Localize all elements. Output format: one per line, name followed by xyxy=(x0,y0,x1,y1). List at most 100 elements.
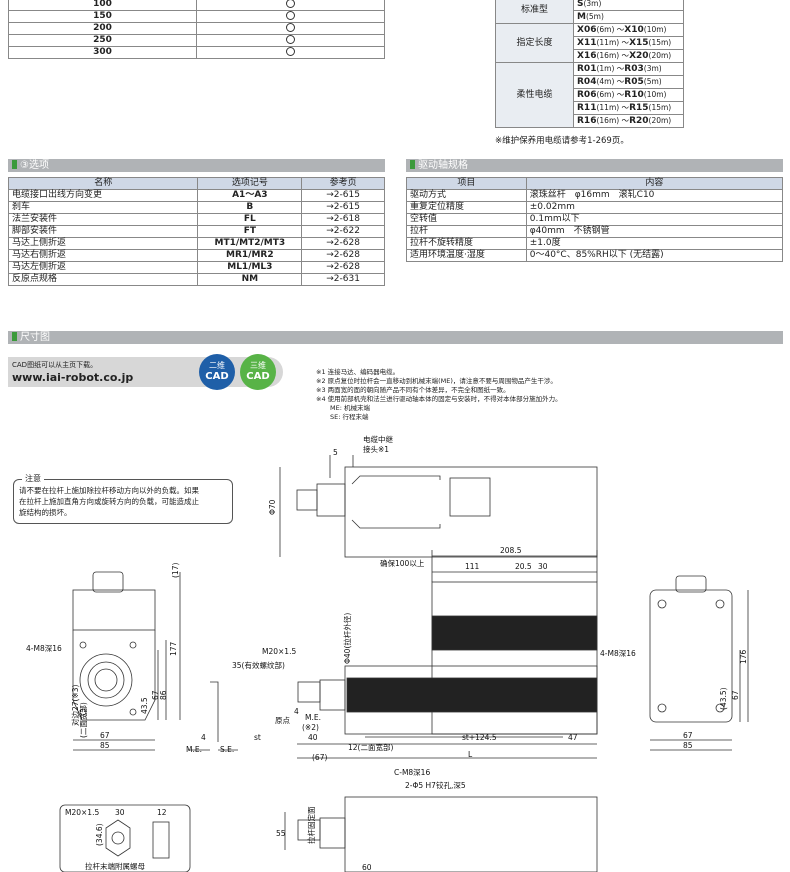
rod xyxy=(319,679,346,711)
svg-text:st+124.5: st+124.5 xyxy=(462,733,497,742)
svg-text:20.5: 20.5 xyxy=(515,562,532,571)
svg-text:12: 12 xyxy=(157,808,167,817)
svg-text:30: 30 xyxy=(115,808,125,817)
svg-text:(67): (67) xyxy=(312,753,327,762)
top-view-body xyxy=(344,466,598,558)
cable-group: 指定长度 xyxy=(495,23,574,63)
option-name: 反原点规格 xyxy=(7,273,199,286)
svg-text:60: 60 xyxy=(362,863,372,872)
svg-text:对边27(※3): 对边27(※3) xyxy=(70,684,80,726)
svg-text:67: 67 xyxy=(731,690,740,700)
svg-text:40: 40 xyxy=(308,733,318,742)
svg-text:Φ40(拉杆外径): Φ40(拉杆外径) xyxy=(342,613,352,664)
cable-code: X06(6m) ～X10(10m) xyxy=(573,23,684,37)
svg-text:85: 85 xyxy=(100,741,110,750)
option-page-link[interactable]: →2-631 xyxy=(301,273,385,286)
svg-text:111: 111 xyxy=(465,562,480,571)
svg-text:67: 67 xyxy=(683,731,693,740)
svg-text:C-M8深16: C-M8深16 xyxy=(394,768,430,777)
cable-row: R16(16m) ～R20(20m) xyxy=(496,114,684,128)
cable-code: R01(1m) ～R03(3m) xyxy=(573,62,684,76)
cad-download-text: CAD图纸可以从主页下载。 xyxy=(12,361,98,369)
stroke-available-mark xyxy=(196,46,385,59)
svg-text:M20×1.5: M20×1.5 xyxy=(65,808,99,817)
svg-text:4-M8深16: 4-M8深16 xyxy=(600,649,636,658)
svg-text:电缆中继: 电缆中继 xyxy=(363,434,393,444)
svg-text:86: 86 xyxy=(159,690,168,700)
svg-text:(※2): (※2) xyxy=(302,723,319,732)
svg-text:67: 67 xyxy=(100,731,110,740)
cable-group: 柔性电缆 xyxy=(495,62,574,128)
svg-text:st: st xyxy=(254,733,261,742)
drawing-notes: ※1 连接马达、编码器电缆。 ※2 原点复位时拉杆会一直移动到机械末端(ME)，… xyxy=(316,368,562,421)
svg-text:(34.6): (34.6) xyxy=(95,823,104,846)
svg-text:85: 85 xyxy=(683,741,693,750)
caution-box: 请不要在拉杆上施加除拉杆移动方向以外的负载。如果 在拉杆上施加直角方向或旋转方向… xyxy=(13,479,233,524)
svg-text:4-M8深16: 4-M8深16 xyxy=(26,644,62,653)
option-code: NM xyxy=(197,273,303,286)
svg-text:208.5: 208.5 xyxy=(500,546,522,555)
drive-row: 拉杆不旋转精度±1.0度 xyxy=(406,237,784,250)
stroke-row: 300 xyxy=(8,46,385,59)
cable-footnote: ※维护保养用电缆请参考1-269页。 xyxy=(495,136,629,146)
svg-text:M.E.: M.E. xyxy=(305,713,321,722)
svg-text:5: 5 xyxy=(333,448,338,457)
cable-code: R16(16m) ～R20(20m) xyxy=(573,114,684,128)
motor-end-front xyxy=(72,589,156,631)
svg-text:确保100以上: 确保100以上 xyxy=(380,558,425,568)
svg-text:拉杆末端附属螺母: 拉杆末端附属螺母 xyxy=(85,861,145,871)
options-header-cell: 参考页 xyxy=(301,177,385,190)
cable-row: R11(11m) ～R15(15m) xyxy=(496,101,684,115)
top-view-rod xyxy=(296,489,318,511)
dimensions-section-header: 尺寸图 xyxy=(8,331,783,344)
drive-spec-section-header: 驱动轴规格 xyxy=(406,159,783,172)
svg-text:S.E.: S.E. xyxy=(220,745,234,754)
cable-code: R11(11m) ～R15(15m) xyxy=(573,101,684,115)
caution-title: 注意 xyxy=(22,473,44,484)
svg-text:(43.5): (43.5) xyxy=(719,687,728,710)
website-url[interactable]: www.iai-robot.co.jp xyxy=(12,371,134,384)
svg-text:55: 55 xyxy=(276,829,286,838)
drive-row: 驱动方式滚珠丝杆 φ16mm 滚轧C10 xyxy=(406,189,784,202)
svg-text:4: 4 xyxy=(201,733,206,742)
svg-text:176: 176 xyxy=(739,649,748,664)
drive-item: 适用环境温度·湿度 xyxy=(406,249,527,262)
drive-header-cell: 内容 xyxy=(525,177,784,190)
svg-text:M20×1.5: M20×1.5 xyxy=(262,647,296,656)
rear-end-view xyxy=(649,589,733,723)
svg-text:67: 67 xyxy=(151,690,160,700)
rod-nut-box xyxy=(59,804,191,872)
svg-text:(17): (17) xyxy=(171,563,180,578)
svg-text:原点: 原点 xyxy=(275,716,290,725)
cable-row: R04(4m) ～R05(5m) xyxy=(496,75,684,89)
svg-text:L: L xyxy=(468,750,473,759)
svg-text:拉杆固定面: 拉杆固定面 xyxy=(306,806,316,844)
svg-text:43.5: 43.5 xyxy=(140,697,149,714)
svg-text:2-Φ5 H7铰孔,深5: 2-Φ5 H7铰孔,深5 xyxy=(405,780,466,790)
options-section-header: ③选项 xyxy=(8,159,385,172)
option-code: FL xyxy=(197,213,303,226)
cable-group: 标准型 xyxy=(495,0,574,24)
cable-code: R04(4m) ～R05(5m) xyxy=(573,75,684,89)
stroke-row: 150 xyxy=(8,10,385,23)
svg-text:12(二面宽部): 12(二面宽部) xyxy=(348,742,393,752)
bottom-view-body xyxy=(344,796,598,872)
svg-text:Φ70: Φ70 xyxy=(268,499,277,515)
svg-text:(二面宽部): (二面宽部) xyxy=(78,702,88,738)
